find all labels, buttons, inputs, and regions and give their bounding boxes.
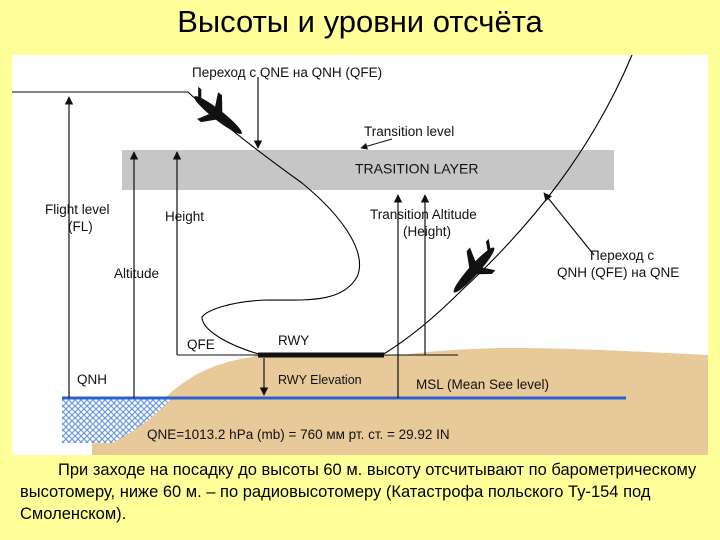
rwy-label: RWY: [278, 333, 309, 348]
airplane-climbing-icon: [453, 238, 496, 293]
top-transition-label: Переход с QNE на QNH (QFE): [192, 65, 382, 80]
flight-level-label-1: Flight level: [45, 202, 110, 217]
airplane-descending-icon: [194, 86, 242, 134]
transition-layer-band: [122, 150, 614, 190]
transition-altitude-label-2: (Height): [403, 224, 451, 239]
pressure-label: QNE=1013.2 hPa (mb) = 760 мм рт. ст. = 2…: [147, 427, 450, 442]
right-transition-pointer: [543, 192, 595, 256]
right-transition-label-1: Переход с: [590, 248, 654, 263]
rwy-elevation-label: RWY Elevation: [278, 373, 362, 387]
altitude-label: Altitude: [114, 266, 159, 281]
msl-label: MSL (Mean See level): [416, 377, 549, 392]
height-label: Height: [165, 209, 204, 224]
flight-level-label-2: (FL): [68, 219, 93, 234]
flight-path: [12, 55, 633, 356]
altitude-diagram: TRASITION LAYER Переход с QNE на QNH (QF…: [12, 55, 708, 455]
caption-text: При заходе на посадку до высоты 60 м. вы…: [20, 461, 697, 523]
slide-title: Высоты и уровни отсчёта: [177, 4, 543, 39]
ground-terrain: [92, 348, 708, 455]
water-area: [62, 398, 172, 443]
transition-altitude-label-1: Transition Altitude: [370, 207, 477, 222]
qfe-label: QFE: [187, 337, 215, 352]
transition-level-label: Transition level: [364, 124, 454, 139]
transition-layer-label: TRASITION LAYER: [355, 161, 478, 177]
right-transition-label-2: QNH (QFE) на QNE: [557, 265, 679, 280]
qnh-label: QNH: [77, 372, 107, 387]
transition-level-pointer: [360, 138, 393, 150]
